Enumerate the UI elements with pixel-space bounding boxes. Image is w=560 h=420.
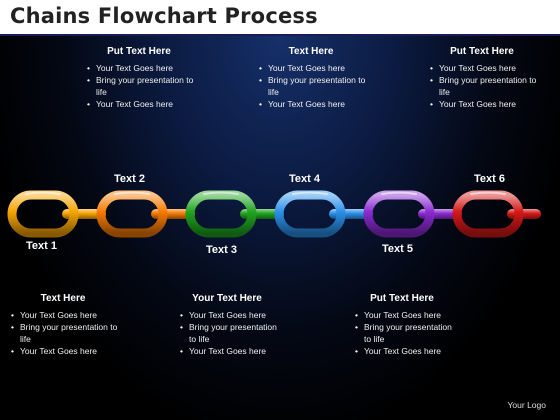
top-text-block-title: Text Here (288, 46, 334, 57)
bottom-text-block-2: Your Text Here Your Text Goes here Bring… (177, 293, 277, 358)
bottom-text-block-3: Put Text Here Your Text Goes here Bring … (352, 293, 452, 358)
top-text-block-1: Put Text Here Your Text Goes here Bring … (84, 46, 194, 111)
header-divider (0, 34, 560, 36)
chain-link-3 (185, 190, 257, 238)
top-text-block-2: Text Here Your Text Goes here Bring your… (256, 46, 366, 111)
bullet-item: Your Text Goes here (430, 63, 537, 75)
bullet-item: Your Text Goes here (259, 63, 366, 75)
bullet-item: Your Text Goes here (259, 99, 366, 111)
chain-link-1 (7, 190, 79, 238)
chain-link-highlight (25, 191, 61, 195)
bottom-text-block-title: Text Here (40, 293, 86, 304)
bullet-list: Your Text Goes here Bring your presentat… (427, 63, 537, 110)
bullet-item: Your Text Goes here (180, 310, 277, 322)
bullet-list: Your Text Goes here Bring your presentat… (256, 63, 366, 110)
chain-link-6 (452, 190, 524, 238)
bottom-text-block-1: Text Here Your Text Goes here Bring your… (8, 293, 118, 358)
chain-label-2: Text 2 (114, 173, 145, 185)
bullet-item: Bring your presentation to life (180, 322, 277, 345)
chain-connector-6 (507, 209, 541, 219)
bullet-list: Your Text Goes here Bring your presentat… (352, 310, 452, 357)
chain-label-5: Text 5 (382, 243, 413, 255)
bottom-text-block-title: Your Text Here (192, 293, 262, 304)
chain-label-1: Text 1 (26, 240, 57, 252)
chain-link-highlight (114, 191, 150, 195)
top-text-block-3: Put Text Here Your Text Goes here Bring … (427, 46, 537, 111)
slide-header: Chains Flowchart Process (0, 0, 560, 36)
bullet-item: Bring your presentation to life (430, 75, 537, 98)
bullet-item: Your Text Goes here (87, 99, 194, 111)
bullet-item: Bring your presentation to life (87, 75, 194, 98)
bullet-list: Your Text Goes here Bring your presentat… (8, 310, 118, 357)
chain-label-4: Text 4 (289, 173, 320, 185)
bullet-list: Your Text Goes here Bring your presentat… (84, 63, 194, 110)
bullet-item: Your Text Goes here (355, 310, 452, 322)
bullet-item: Your Text Goes here (11, 346, 118, 358)
bullet-item: Bring your presentation to life (11, 322, 118, 345)
bullet-item: Your Text Goes here (180, 346, 277, 358)
top-text-block-title: Put Text Here (450, 46, 514, 57)
top-text-block-title: Put Text Here (107, 46, 171, 57)
chain-link-highlight (470, 191, 506, 195)
chain-link-2 (96, 190, 168, 238)
chain-link-highlight (203, 191, 239, 195)
chain-link-5 (363, 190, 435, 238)
chain-label-6: Text 6 (474, 173, 505, 185)
chain-label-3: Text 3 (206, 244, 237, 256)
chain-link-4 (274, 190, 346, 238)
bullet-item: Bring your presentation to life (259, 75, 366, 98)
chain-link-highlight (292, 191, 328, 195)
bullet-list: Your Text Goes here Bring your presentat… (177, 310, 277, 357)
bullet-item: Your Text Goes here (87, 63, 194, 75)
chain-link-highlight (381, 191, 417, 195)
logo-placeholder: Your Logo (507, 400, 546, 410)
bottom-text-block-title: Put Text Here (370, 293, 434, 304)
bullet-item: Your Text Goes here (430, 99, 537, 111)
bullet-item: Bring your presentation to life (355, 322, 452, 345)
bullet-item: Your Text Goes here (355, 346, 452, 358)
bullet-item: Your Text Goes here (11, 310, 118, 322)
slide-title: Chains Flowchart Process (10, 4, 318, 28)
